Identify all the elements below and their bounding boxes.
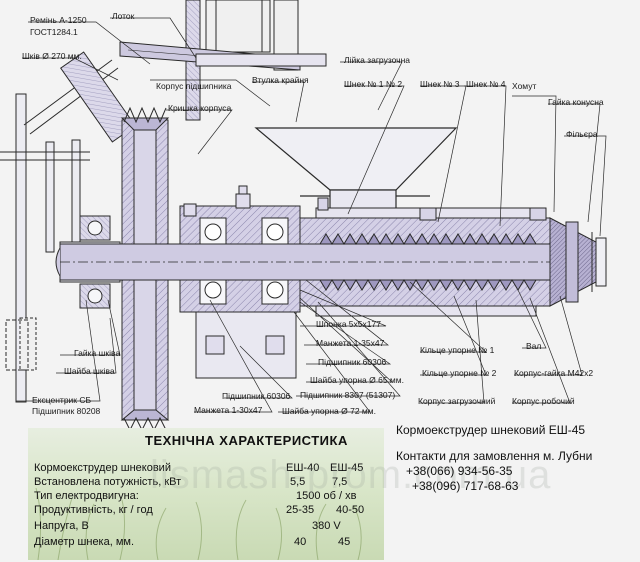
spec-row-label: Продуктивність, кг / год bbox=[34, 504, 153, 516]
spec-row-value: 7,5 bbox=[332, 476, 348, 488]
label-housing-cover: Кришка корпуса bbox=[168, 103, 232, 113]
phone-link-1[interactable]: +38(066) 934-56-35 bbox=[406, 464, 513, 478]
label-bearing-housing: Корпус підшипника bbox=[156, 81, 232, 91]
spec-row-value: ЕШ-40 bbox=[286, 462, 320, 474]
label-bearing8307: Підшипник 8307 (51307) bbox=[300, 390, 396, 400]
label-body-nut: Корпус-гайка М42х2 bbox=[514, 368, 594, 378]
contacts-title: Контакти для замовлення м. Лубни bbox=[396, 449, 593, 463]
label-pulley: Шків Ø 270 мм. bbox=[22, 51, 82, 61]
label-cone-nut: Гайка конусна bbox=[548, 97, 604, 107]
spec-row-label: Кормоекструдер шнековий bbox=[34, 462, 171, 474]
label-screw12: Шнек № 1 № 2 bbox=[344, 79, 403, 89]
label-screw4: Шнек № 4 bbox=[466, 79, 506, 89]
spec-row-value: 45 bbox=[338, 536, 351, 548]
label-hopper-funnel: Лійка загрузочна bbox=[344, 55, 411, 65]
label-washer65: Шайба упорна Ø 65 мм. bbox=[310, 375, 404, 385]
spec-heading: ТЕХНІЧНА ХАРАКТЕРИСТИКА bbox=[145, 433, 348, 448]
spec-row-label: Тип електродвигуна: bbox=[34, 490, 139, 502]
label-bearing60306-top: Підшипник 60306 bbox=[318, 357, 387, 367]
watermark: lismash-prom.com.ua bbox=[150, 453, 552, 497]
nozzle bbox=[549, 217, 607, 307]
label-gost: ГОСТ1284.1 bbox=[30, 27, 78, 37]
label-bearing80208: Підшипник 80208 bbox=[32, 406, 101, 416]
label-screw3: Шнек № 3 bbox=[420, 79, 460, 89]
spec-row-value: 1500 об / хв bbox=[296, 490, 357, 502]
spec-panel: ТЕХНІЧНА ХАРАКТЕРИСТИКА Кормоекструдер ш… bbox=[28, 428, 384, 560]
label-sleeve: Втулка крайня bbox=[252, 75, 309, 85]
label-ring1: Кільце упорне № 1 bbox=[420, 345, 495, 355]
grass-background bbox=[35, 487, 362, 560]
label-eccentric: Ексцентрик СБ bbox=[32, 395, 92, 405]
spec-row-value: 380 V bbox=[312, 520, 341, 532]
contacts-block: Контакти для замовлення м. Лубни +38(066… bbox=[396, 449, 592, 494]
main-shaft bbox=[55, 243, 596, 281]
label-ring2: Кільце упорне № 2 bbox=[422, 368, 497, 378]
bearing-body bbox=[179, 185, 301, 379]
label-pulley-washer: Шайба шківа bbox=[64, 366, 115, 376]
spec-row-label: Напруга, В bbox=[34, 520, 89, 532]
label-pulley-nut: Гайка шківа bbox=[74, 348, 121, 358]
spec-row-value: 40-50 bbox=[336, 504, 365, 516]
label-filter: Фільєра bbox=[566, 129, 598, 139]
label-belt: Ремінь А-1250 bbox=[30, 15, 87, 25]
spec-row-label: Діаметр шнека, мм. bbox=[34, 536, 135, 548]
spec-row-label: Встановлена потужність, кВт bbox=[34, 476, 182, 488]
label-key: Шпонка 5х5х177 bbox=[316, 319, 381, 329]
label-washer72: Шайба упорна Ø 72 мм. bbox=[282, 406, 376, 416]
label-loading-body: Корпус загрузочний bbox=[418, 396, 496, 406]
screw-flights bbox=[319, 233, 537, 291]
spec-row-value: 25-35 bbox=[286, 504, 315, 516]
label-cuff2: Манжета 1-30х47 bbox=[194, 405, 263, 415]
spec-row-value: 40 bbox=[294, 536, 307, 548]
feed-chute bbox=[119, 0, 327, 121]
spec-row-value: 5,5 bbox=[290, 476, 306, 488]
label-shaft: Вал bbox=[526, 341, 542, 351]
label-cuff1: Манжета 1-35х47 bbox=[316, 338, 385, 348]
spec-row-value: ЕШ-45 bbox=[330, 462, 364, 474]
label-tray: Лоток bbox=[112, 11, 135, 21]
phone-link-2[interactable]: +38(096) 717-68-63 bbox=[412, 479, 519, 493]
leader-lines bbox=[16, 17, 607, 413]
label-bearing60306-bottom: Підшипник 60306 bbox=[222, 391, 291, 401]
label-working-body: Корпус робочий bbox=[512, 396, 575, 406]
product-title: Кормоекструдер шнековий ЕШ-45 bbox=[396, 423, 586, 437]
label-clamp: Хомут bbox=[512, 81, 537, 91]
